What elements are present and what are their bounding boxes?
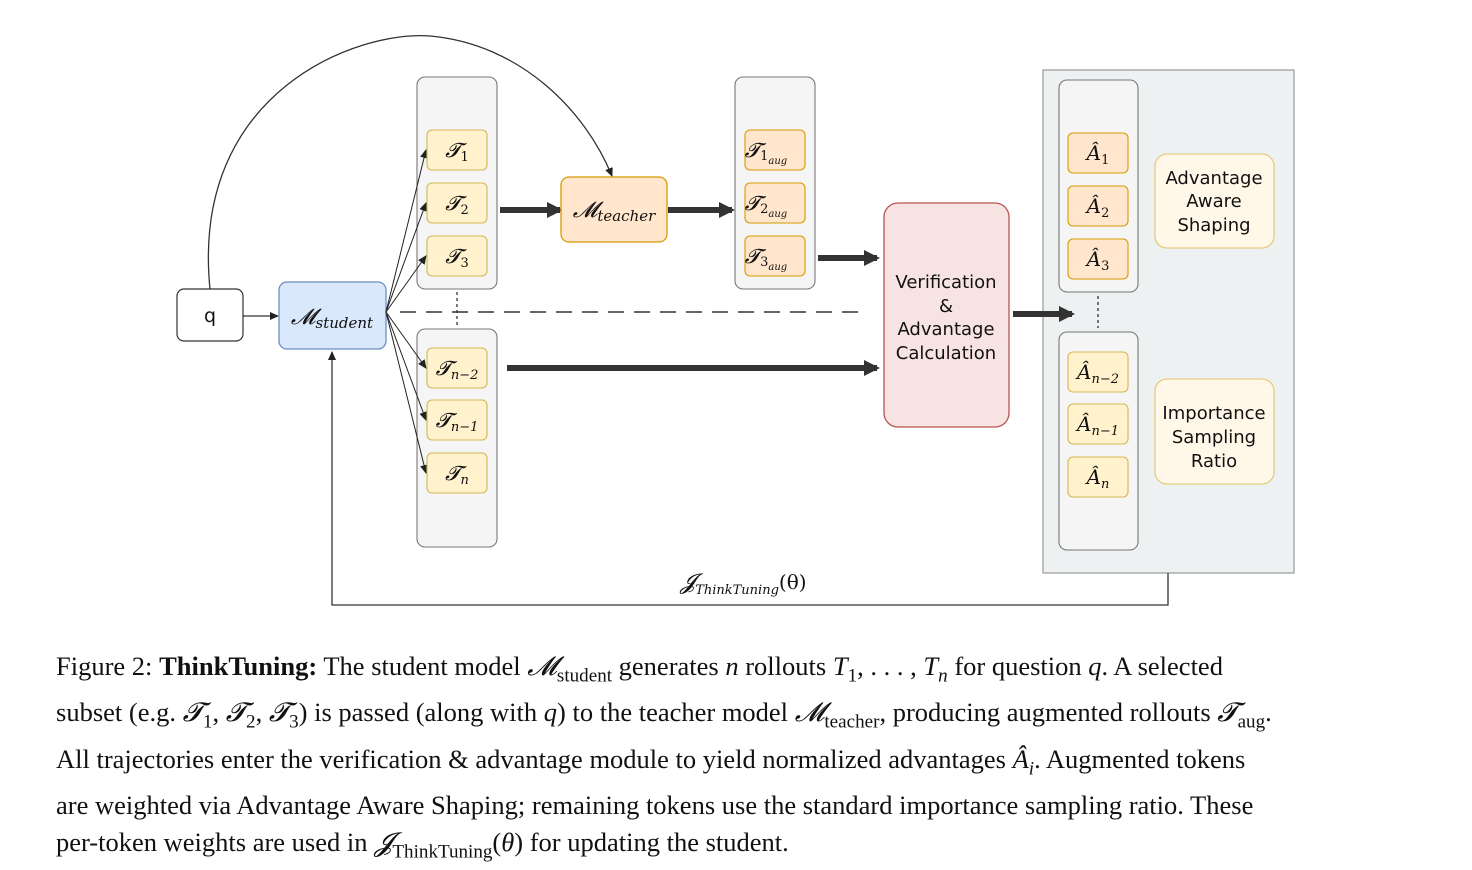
caption-text-segment: T	[923, 651, 939, 681]
svg-text:Ân−1: Ân−1	[1075, 412, 1119, 439]
svg-text:Ratio: Ratio	[1191, 451, 1237, 472]
caption-text-segment: . Augmented tokens	[1034, 743, 1246, 774]
student-model-node: 𝓜student	[278, 281, 387, 350]
query-to-teacher-curve	[207, 34, 613, 290]
caption-text-segment: subset (e.g.	[56, 697, 183, 728]
caption-text-segment: (	[492, 826, 502, 857]
rollout-Tn-1: 𝓣n−1	[426, 399, 488, 441]
caption-text-segment: i	[1028, 757, 1035, 779]
caption-text-segment: 3	[289, 711, 299, 733]
caption-text-segment: , . . . ,	[857, 651, 924, 681]
augmented-T1: 𝓣1aug	[744, 129, 806, 171]
caption-text-segment: q	[543, 697, 558, 728]
advantage-An-2: Ân−2	[1067, 351, 1129, 393]
svg-text:𝓜teacher: 𝓜teacher	[573, 198, 656, 225]
svg-text:𝓜student: 𝓜student	[291, 305, 374, 332]
rollout-Tn-2: 𝓣n−2	[426, 347, 488, 389]
caption-line: All trajectories enter the verification …	[56, 741, 1426, 787]
student-fanout-arrows	[385, 149, 428, 474]
caption-text-segment: θ	[501, 826, 515, 857]
query-node: q	[176, 288, 244, 342]
caption-text-segment: . A selected	[1101, 651, 1223, 681]
rollout-T2: 𝓣2	[426, 182, 488, 224]
caption-text-segment: ,	[255, 697, 269, 728]
caption-line: are weighted via Advantage Aware Shaping…	[56, 787, 1426, 824]
svg-text:Verification: Verification	[895, 272, 996, 293]
caption-text-segment: ,	[212, 697, 226, 728]
augmented-T2: 𝓣2aug	[744, 182, 806, 224]
caption-text-segment: are weighted via Advantage Aware Shaping…	[56, 789, 1254, 820]
rollout-T1: 𝓣1	[426, 129, 488, 171]
rollout-Tn: 𝓣n	[426, 452, 488, 494]
caption-text-segment: per-token weights are used in	[56, 826, 375, 857]
caption-line: per-token weights are used in 𝓙ThinkTuni…	[56, 824, 1426, 870]
caption-text-segment: 1	[202, 711, 213, 733]
caption-text-segment: , producing augmented rollouts	[879, 697, 1218, 728]
caption-text-segment: 𝓣	[225, 697, 247, 728]
verification-advantage-node: Verification & Advantage Calculation	[883, 202, 1010, 428]
caption-text-segment: 𝓣	[1217, 697, 1238, 728]
rollout-T3: 𝓣3	[426, 235, 488, 277]
caption-text-segment: ) to the teacher model	[557, 697, 795, 728]
caption-text-segment: teacher	[824, 711, 880, 733]
advantage-A3: Â3	[1067, 238, 1129, 280]
caption-text-segment: rollouts	[738, 651, 833, 681]
svg-text:Â1: Â1	[1085, 141, 1110, 168]
svg-text:q: q	[204, 305, 216, 327]
caption-text-segment: .	[1265, 697, 1272, 728]
caption-text-segment: 𝓜	[527, 651, 557, 681]
caption-text-segment: 𝓣	[182, 697, 203, 728]
caption-text-segment: The student model	[317, 651, 528, 681]
caption-title: ThinkTuning:	[159, 651, 318, 681]
svg-text:Importance: Importance	[1162, 403, 1265, 424]
caption-text-segment: ThinkTuning	[392, 841, 493, 863]
svg-text:Sampling: Sampling	[1172, 427, 1256, 448]
figure-caption: Figure 2: ThinkTuning: The student model…	[56, 648, 1426, 870]
thinktuning-diagram: 𝓙ThinkTuning(θ) q 𝓜student 𝓣1 𝓣2 �	[176, 34, 1295, 606]
caption-text-segment: 𝓙	[374, 826, 393, 857]
svg-text:Shaping: Shaping	[1177, 215, 1250, 236]
objective-label: 𝓙ThinkTuning(θ)	[679, 570, 807, 598]
advantage-A1: Â1	[1067, 132, 1129, 174]
caption-text-segment: Â	[1012, 743, 1029, 774]
teacher-model-node: 𝓜teacher	[560, 176, 668, 243]
caption-text-segment: student	[556, 665, 613, 687]
advantage-A2: Â2	[1067, 185, 1129, 227]
caption-text-segment: ) for updating the student.	[514, 826, 789, 857]
caption-text-segment: All trajectories enter the verification …	[56, 743, 1013, 774]
caption-text-segment: 1	[847, 665, 858, 687]
caption-text-segment: 𝓣	[268, 697, 290, 728]
svg-text:Calculation: Calculation	[896, 343, 996, 364]
caption-text-segment: n	[725, 651, 739, 681]
caption-text-segment: T	[832, 651, 848, 681]
caption-line: Figure 2: ThinkTuning: The student model…	[56, 648, 1426, 694]
advantage-aware-shaping-box: Advantage Aware Shaping	[1154, 153, 1275, 249]
svg-text:Advantage: Advantage	[1165, 168, 1262, 189]
caption-text-segment: ) is passed (along with	[298, 697, 544, 728]
caption-line: subset (e.g. 𝓣1, 𝓣2, 𝓣3) is passed (alon…	[56, 694, 1426, 740]
svg-text:Aware: Aware	[1186, 191, 1241, 212]
svg-text:Ân: Ân	[1085, 465, 1110, 492]
importance-sampling-ratio-box: Importance Sampling Ratio	[1154, 378, 1275, 485]
caption-text-segment: generates	[612, 651, 726, 681]
objective-feedback-line	[328, 351, 1169, 606]
caption-text-segment: aug	[1237, 711, 1266, 733]
svg-text:Â2: Â2	[1085, 194, 1110, 221]
caption-text-segment: q	[1088, 651, 1102, 681]
caption-text-segment: 2	[246, 711, 256, 733]
svg-text:&: &	[939, 296, 953, 317]
caption-text-segment: for question	[947, 651, 1089, 681]
caption-text-segment: 𝓜	[794, 697, 825, 728]
caption-text-segment: n	[938, 665, 948, 687]
svg-text:Â3: Â3	[1085, 247, 1110, 274]
svg-text:Advantage: Advantage	[897, 319, 994, 340]
figure-label: Figure 2:	[56, 651, 153, 681]
advantage-An-1: Ân−1	[1067, 403, 1129, 445]
svg-text:Ân−2: Ân−2	[1075, 360, 1119, 387]
advantage-An: Ân	[1067, 456, 1129, 498]
augmented-T3: 𝓣3aug	[744, 235, 806, 277]
